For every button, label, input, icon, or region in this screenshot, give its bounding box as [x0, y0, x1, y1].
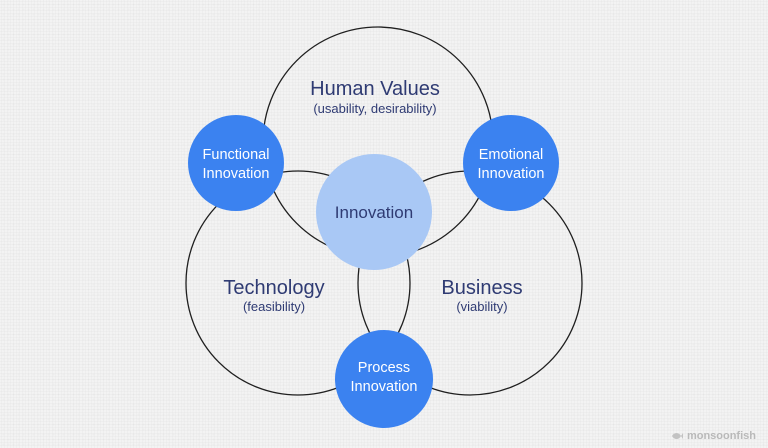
technology-circle [185, 170, 411, 396]
human-values-subtitle: (usability, desirability) [313, 101, 436, 116]
functional-innovation-line2: Innovation [203, 166, 270, 182]
technology-title: Technology [223, 277, 324, 299]
functional-innovation-circle [188, 115, 284, 211]
brand-name: monsoonfish [686, 430, 756, 442]
functional-innovation-line1: Functional [203, 147, 270, 163]
technology-subtitle: (feasibility) [243, 299, 305, 314]
center-innovation-label: Innovation [335, 203, 413, 222]
fish-icon [671, 433, 683, 439]
emotional-innovation-line2: Innovation [478, 166, 545, 182]
brand-watermark: monsoonfish [671, 430, 756, 442]
center-innovation-circle [316, 154, 432, 270]
emotional-innovation-circle [463, 115, 559, 211]
process-innovation-line1: Process [358, 360, 410, 376]
business-title: Business [441, 277, 522, 299]
process-innovation-circle [335, 330, 433, 428]
process-innovation-line2: Innovation [351, 379, 418, 395]
emotional-innovation-line1: Emotional [479, 147, 543, 163]
business-subtitle: (viability) [456, 299, 507, 314]
human-values-title: Human Values [310, 78, 440, 100]
